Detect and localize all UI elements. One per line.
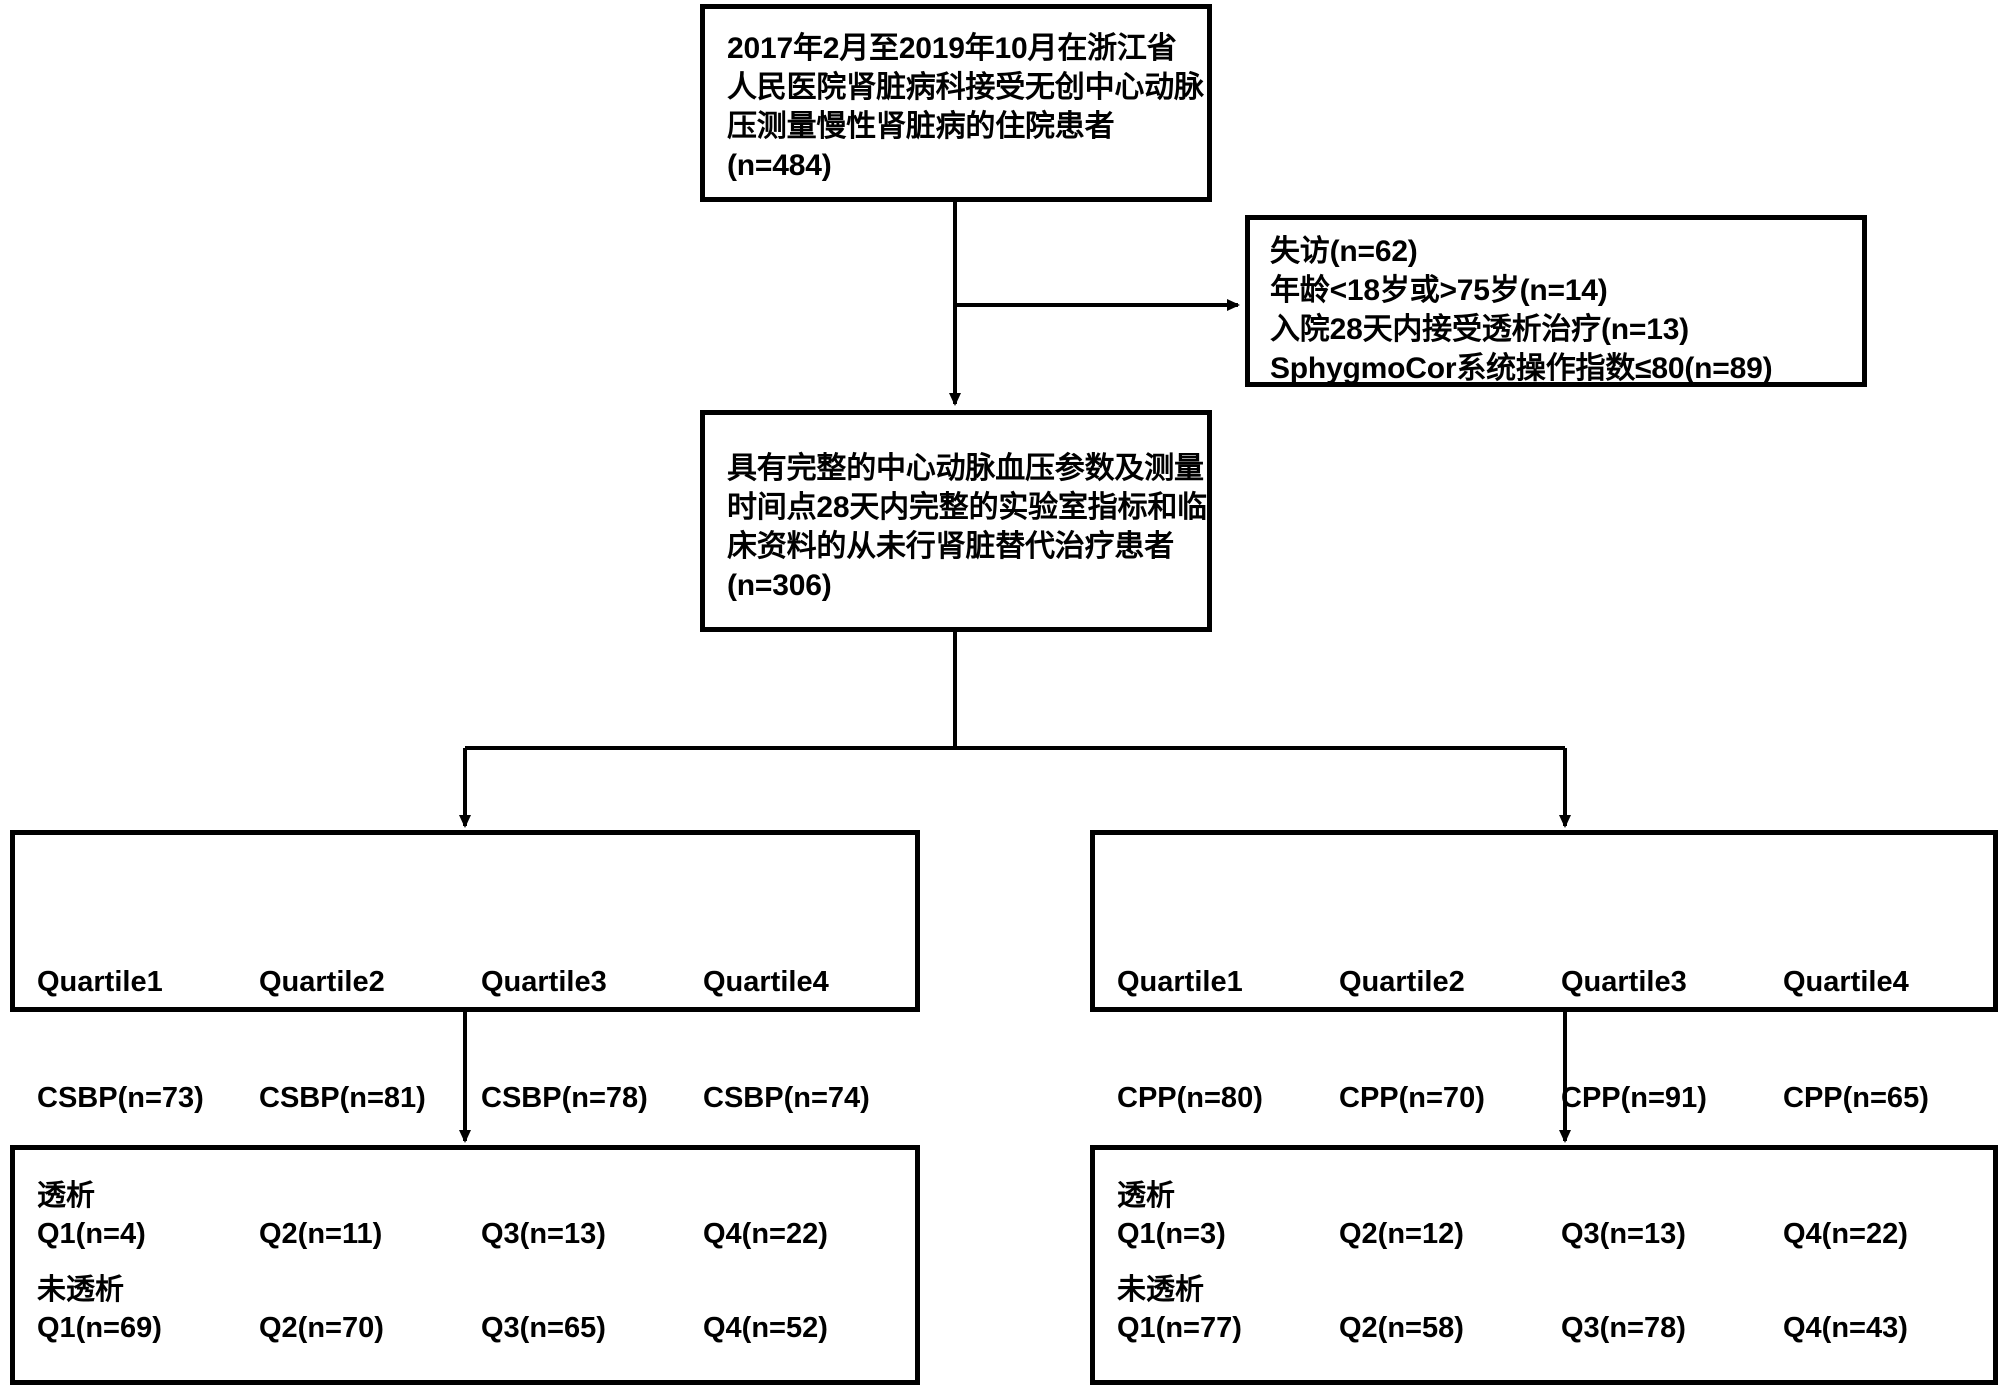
csbp-quartile-cell: Quartile3 CSBP(n=78) — [481, 885, 703, 1196]
cpp-quartile-label: Quartile1 — [1117, 965, 1243, 998]
csbp-dialysis-cell: Q2(n=11) — [259, 1217, 383, 1250]
csbp-dialysis-cell: Q4(n=22) — [703, 1217, 828, 1250]
exclusion-box: 失访(n=62) 年龄<18岁或>75岁(n=14) 入院28天内接受透析治疗(… — [1245, 215, 1867, 387]
csbp-dialysis-group: 透析 Q1(n=4) Q2(n=11) Q3(n=13) Q4(n=22) — [37, 1178, 925, 1253]
cpp-dialysis-group: 透析 Q1(n=3) Q2(n=12) Q3(n=13) Q4(n=22) — [1117, 1178, 2000, 1253]
eligible-cohort-box: 具有完整的中心动脉血压参数及测量 时间点28天内完整的实验室指标和临 床资料的从… — [700, 410, 1212, 632]
csbp-quartile-value: CSBP(n=81) — [259, 1082, 426, 1115]
cpp-quartile-cell: Quartile3 CPP(n=91) — [1561, 885, 1783, 1196]
csbp-nondialysis-cell: Q4(n=52) — [703, 1311, 828, 1344]
csbp-quartile-value: CSBP(n=74) — [703, 1082, 870, 1115]
cpp-nondialysis-group: 未透析 Q1(n=77) Q2(n=58) Q3(n=78) Q4(n=43) — [1117, 1272, 2000, 1347]
csbp-nondialysis-row: Q1(n=69) Q2(n=70) Q3(n=65) Q4(n=52) — [37, 1310, 925, 1348]
csbp-dialysis-heading: 透析 — [37, 1180, 96, 1212]
csbp-nondialysis-cell: Q1(n=69) — [37, 1311, 162, 1344]
csbp-quartile-cell: Quartile2 CSBP(n=81) — [259, 885, 481, 1196]
csbp-quartile-label: Quartile3 — [481, 965, 607, 998]
cpp-dialysis-cell: Q4(n=22) — [1783, 1217, 1908, 1250]
cpp-nondialysis-cell: Q1(n=77) — [1117, 1311, 1242, 1344]
csbp-quartile-value: CSBP(n=78) — [481, 1082, 648, 1115]
eligible-cohort-text: 具有完整的中心动脉血压参数及测量 时间点28天内完整的实验室指标和临 床资料的从… — [727, 452, 1207, 602]
csbp-quartile-cell: Quartile4 CSBP(n=74) — [703, 885, 925, 1196]
csbp-nondialysis-heading: 未透析 — [37, 1274, 125, 1306]
csbp-quartile-cell: Quartile1 CSBP(n=73) — [37, 885, 259, 1196]
cpp-quartile-value: CPP(n=70) — [1339, 1082, 1485, 1115]
cpp-nondialysis-cell: Q2(n=58) — [1339, 1311, 1464, 1344]
csbp-quartile-label: Quartile1 — [37, 965, 163, 998]
cpp-dialysis-row: Q1(n=3) Q2(n=12) Q3(n=13) Q4(n=22) — [1117, 1216, 2000, 1254]
csbp-quartile-label: Quartile4 — [703, 965, 829, 998]
exclusion-text: 失访(n=62) 年龄<18岁或>75岁(n=14) 入院28天内接受透析治疗(… — [1270, 235, 1773, 385]
csbp-quartile-row: Quartile1 CSBP(n=73) Quartile2 CSBP(n=81… — [37, 885, 925, 1196]
cpp-dialysis-cell: Q2(n=12) — [1339, 1217, 1464, 1250]
cpp-dialysis-cell: Q1(n=3) — [1117, 1217, 1226, 1250]
cpp-dialysis-heading: 透析 — [1117, 1180, 1176, 1212]
csbp-nondialysis-cell: Q3(n=65) — [481, 1311, 606, 1344]
cpp-quartile-cell: Quartile1 CPP(n=80) — [1117, 885, 1339, 1196]
cpp-outcome-box: 透析 Q1(n=3) Q2(n=12) Q3(n=13) Q4(n=22) 未透… — [1090, 1145, 1998, 1385]
csbp-quartile-label: Quartile2 — [259, 965, 385, 998]
csbp-dialysis-row: Q1(n=4) Q2(n=11) Q3(n=13) Q4(n=22) — [37, 1216, 925, 1254]
cpp-nondialysis-cell: Q4(n=43) — [1783, 1311, 1908, 1344]
cpp-quartile-label: Quartile4 — [1783, 965, 1909, 998]
csbp-quartile-value: CSBP(n=73) — [37, 1082, 204, 1115]
cpp-quartile-box: Quartile1 CPP(n=80) Quartile2 CPP(n=70) … — [1090, 830, 1998, 1114]
csbp-nondialysis-group: 未透析 Q1(n=69) Q2(n=70) Q3(n=65) Q4(n=52) — [37, 1272, 925, 1347]
csbp-outcome-box: 透析 Q1(n=4) Q2(n=11) Q3(n=13) Q4(n=22) 未透… — [10, 1145, 920, 1385]
cpp-quartile-label: Quartile2 — [1339, 965, 1465, 998]
csbp-dialysis-cell: Q1(n=4) — [37, 1217, 146, 1250]
csbp-dialysis-cell: Q3(n=13) — [481, 1217, 606, 1250]
enrollment-box: 2017年2月至2019年10月在浙江省 人民医院肾脏病科接受无创中心动脉 压测… — [700, 4, 1212, 202]
enrollment-text: 2017年2月至2019年10月在浙江省 人民医院肾脏病科接受无创中心动脉 压测… — [727, 32, 1204, 182]
cpp-quartile-value: CPP(n=65) — [1783, 1082, 1929, 1115]
csbp-quartile-box: Quartile1 CSBP(n=73) Quartile2 CSBP(n=81… — [10, 830, 920, 1114]
cpp-nondialysis-cell: Q3(n=78) — [1561, 1311, 1686, 1344]
cpp-quartile-cell: Quartile2 CPP(n=70) — [1339, 885, 1561, 1196]
cpp-nondialysis-row: Q1(n=77) Q2(n=58) Q3(n=78) Q4(n=43) — [1117, 1310, 2000, 1348]
cpp-quartile-label: Quartile3 — [1561, 965, 1687, 998]
cpp-dialysis-cell: Q3(n=13) — [1561, 1217, 1686, 1250]
cpp-nondialysis-heading: 未透析 — [1117, 1274, 1205, 1306]
cpp-quartile-cell: Quartile4 CPP(n=65) — [1783, 885, 2000, 1196]
cpp-quartile-value: CPP(n=91) — [1561, 1082, 1707, 1115]
csbp-nondialysis-cell: Q2(n=70) — [259, 1311, 384, 1344]
cpp-quartile-row: Quartile1 CPP(n=80) Quartile2 CPP(n=70) … — [1117, 885, 2000, 1196]
cpp-quartile-value: CPP(n=80) — [1117, 1082, 1263, 1115]
